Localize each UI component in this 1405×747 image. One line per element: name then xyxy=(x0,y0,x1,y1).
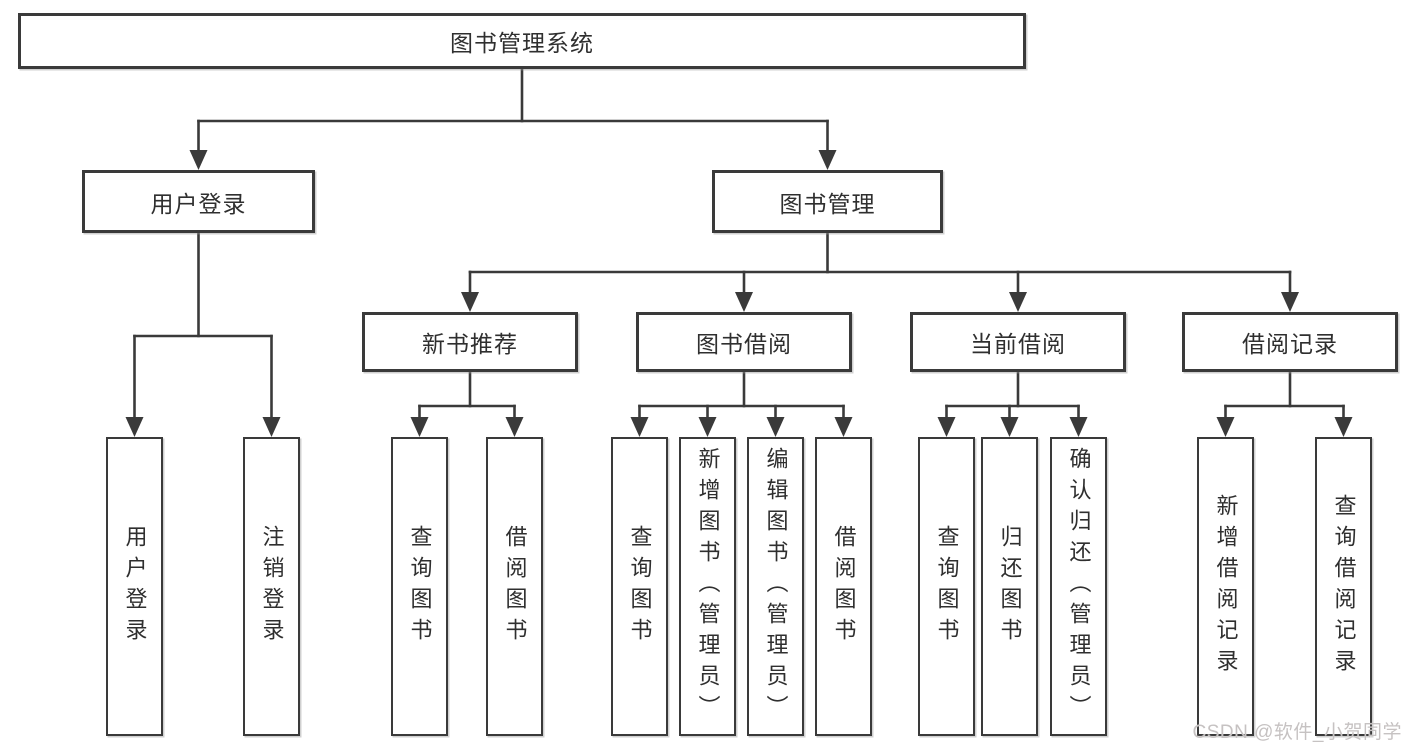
connectors-bookmgmt-to-level3 xyxy=(468,231,1292,295)
leaf-confirm-return-admin: 确认归还（管理员） xyxy=(1050,437,1107,736)
leaf-label: 新增图书（管理员） xyxy=(695,447,721,726)
node-label: 借阅记录 xyxy=(1242,331,1338,357)
leaf-label: 编辑图书（管理员） xyxy=(763,447,789,726)
node-label: 图书借阅 xyxy=(696,331,792,357)
leaf-query-books-recommend: 查询图书 xyxy=(391,437,448,736)
arrowheads-level2 xyxy=(189,150,837,170)
leaf-label: 查询图书 xyxy=(934,524,960,649)
connectors-userlogin-to-leaves xyxy=(133,231,273,420)
leaf-query-books-current: 查询图书 xyxy=(918,437,975,736)
node-label: 当前借阅 xyxy=(970,331,1066,357)
leaf-label: 用户登录 xyxy=(122,524,148,649)
leaf-return-book: 归还图书 xyxy=(981,437,1038,736)
leaf-logout: 注销登录 xyxy=(243,437,300,736)
node-borrowing-records: 借阅记录 xyxy=(1182,312,1398,372)
leaf-label: 新增借阅记录 xyxy=(1213,493,1239,680)
leaf-label: 查询图书 xyxy=(407,524,433,649)
node-book-borrowing: 图书借阅 xyxy=(636,312,852,372)
leaf-label: 注销登录 xyxy=(259,524,285,649)
node-label: 新书推荐 xyxy=(422,331,518,357)
arrowheads-leaves xyxy=(125,417,1353,437)
leaf-query-borrow-record: 查询借阅记录 xyxy=(1315,437,1372,736)
leaf-label: 查询图书 xyxy=(627,524,653,649)
connectors-root-to-level2 xyxy=(197,67,829,153)
node-new-book-recommend: 新书推荐 xyxy=(362,312,578,372)
leaf-add-borrow-record: 新增借阅记录 xyxy=(1197,437,1254,736)
node-label: 用户登录 xyxy=(150,190,247,217)
leaf-edit-book-admin: 编辑图书（管理员） xyxy=(747,437,804,736)
leaf-user-login: 用户登录 xyxy=(106,437,163,736)
leaf-label: 借阅图书 xyxy=(502,524,528,649)
leaf-label: 确认归还（管理员） xyxy=(1066,447,1092,726)
connectors-level3-to-leaves xyxy=(418,370,1345,420)
leaf-label: 借阅图书 xyxy=(831,524,857,649)
watermark: CSDN @软件_小贺同学 xyxy=(1192,722,1402,743)
node-book-management: 图书管理 xyxy=(712,170,943,233)
arrowheads-level3 xyxy=(461,292,1299,312)
node-label: 图书管理系统 xyxy=(450,30,594,56)
leaf-borrow-books-recommend: 借阅图书 xyxy=(486,437,543,736)
node-label: 图书管理 xyxy=(779,190,876,217)
leaf-label: 查询借阅记录 xyxy=(1331,493,1357,680)
node-user-login: 用户登录 xyxy=(82,170,315,233)
leaf-borrow-books: 借阅图书 xyxy=(815,437,872,736)
node-current-borrowing: 当前借阅 xyxy=(910,312,1126,372)
leaf-query-books-borrowing: 查询图书 xyxy=(611,437,668,736)
leaf-label: 归还图书 xyxy=(997,524,1023,649)
node-book-management-system: 图书管理系统 xyxy=(18,13,1026,69)
leaf-add-book-admin: 新增图书（管理员） xyxy=(679,437,736,736)
